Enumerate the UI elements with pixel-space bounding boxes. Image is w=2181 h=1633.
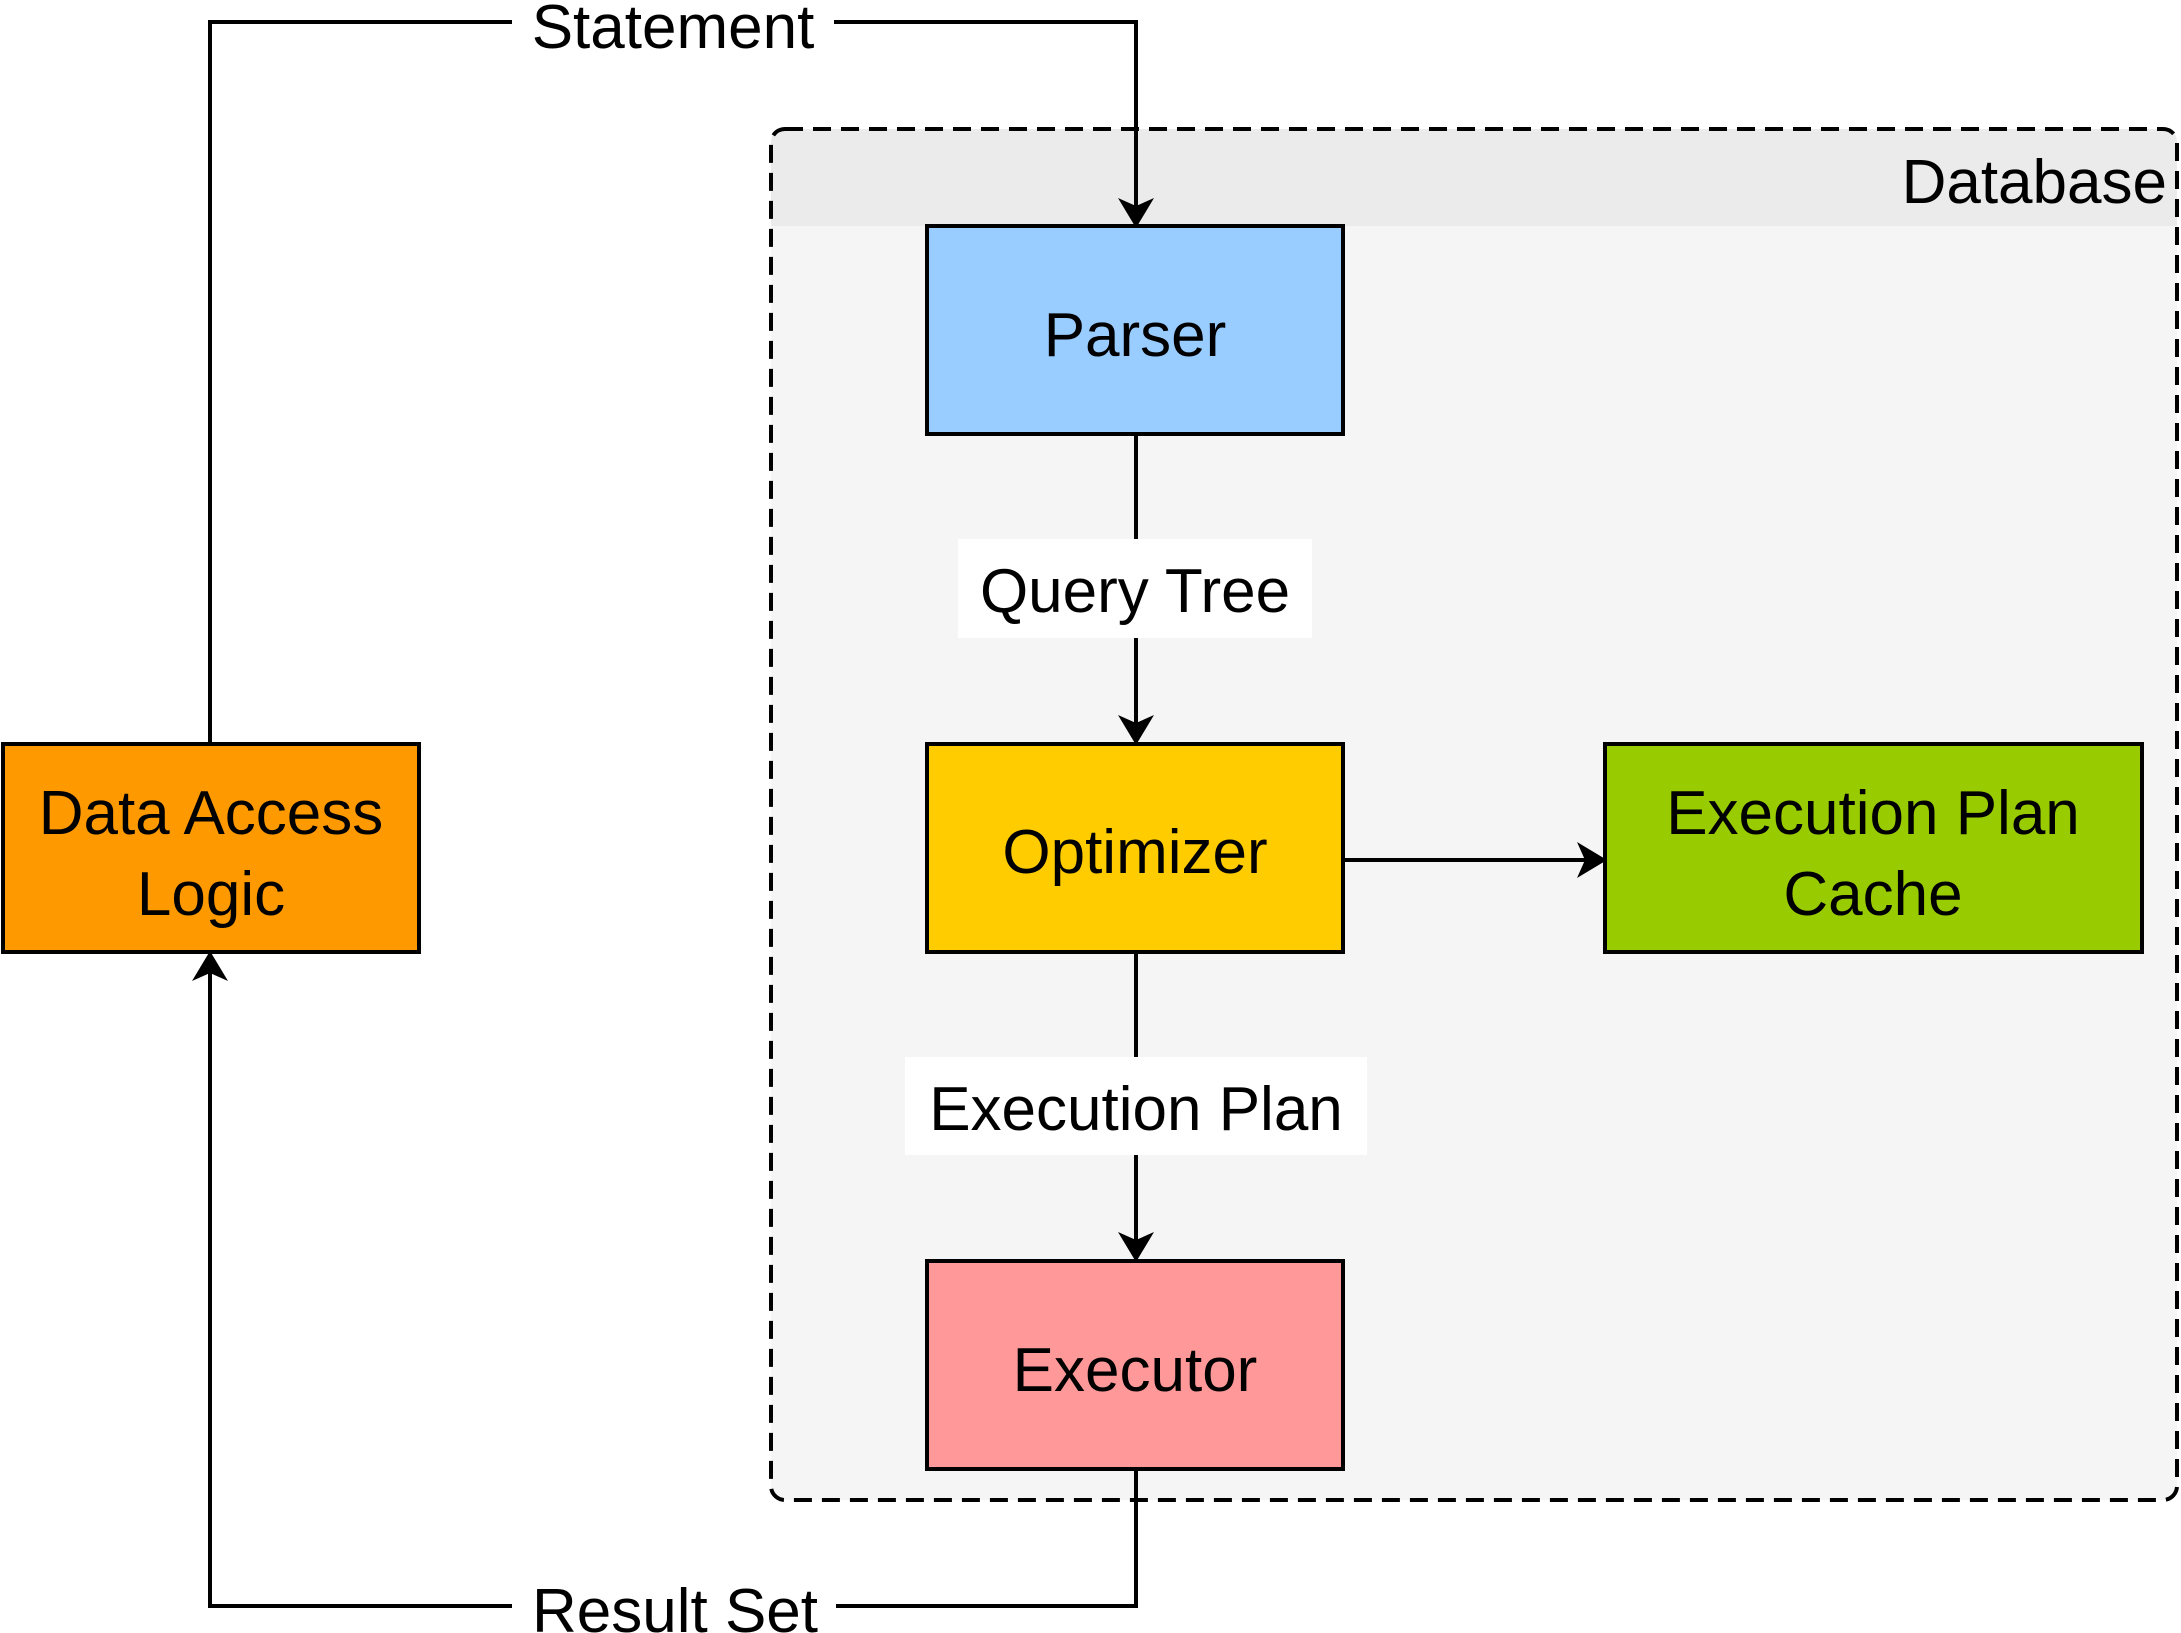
optimizer-box[interactable] xyxy=(925,742,1345,954)
execution-plan-cache-label-line2: Cache xyxy=(1783,860,1962,929)
executor-label: Executor xyxy=(1013,1336,1258,1405)
parser-box[interactable] xyxy=(925,224,1345,436)
optimizer-node[interactable]: Optimizer xyxy=(925,742,1345,954)
executor-box[interactable] xyxy=(925,1259,1345,1471)
parser-node[interactable]: Parser xyxy=(925,224,1345,436)
execution-plan-label-bg xyxy=(905,1057,1367,1155)
execution-plan-cache-box[interactable] xyxy=(1603,742,2144,954)
execution-plan-cache-node[interactable]: Execution Plan Cache xyxy=(1603,742,2144,954)
data-access-logic-box[interactable] xyxy=(1,742,421,954)
executor-node[interactable]: Executor xyxy=(925,1259,1345,1471)
parser-label: Parser xyxy=(1044,301,1227,370)
database-label: Database xyxy=(1902,148,2167,217)
database-container-body xyxy=(771,129,2177,1500)
result-set-label-bg xyxy=(512,1578,836,1633)
data-access-logic-label-line2: Logic xyxy=(137,860,285,929)
result-set-label-group: Result Set xyxy=(512,1577,836,1633)
query-tree-label: Query Tree xyxy=(980,557,1290,626)
statement-label: Statement xyxy=(532,0,815,62)
execution-plan-cache-label-line1: Execution Plan xyxy=(1666,779,2080,848)
optimizer-label: Optimizer xyxy=(1002,818,1267,887)
execution-plan-label-group: Execution Plan xyxy=(905,1057,1367,1155)
database-container-border xyxy=(769,127,2179,1502)
database-container: Database xyxy=(769,127,2179,1502)
query-tree-label-group: Query Tree xyxy=(958,539,1312,638)
statement-label-bg xyxy=(512,0,834,48)
data-access-logic-label-line1: Data Access xyxy=(39,779,384,848)
execution-plan-label: Execution Plan xyxy=(929,1075,1343,1144)
query-tree-label-bg xyxy=(958,539,1312,638)
data-access-logic-node[interactable]: Data Access Logic xyxy=(1,742,421,954)
statement-label-group: Statement xyxy=(512,0,834,62)
result-set-label: Result Set xyxy=(532,1577,818,1633)
